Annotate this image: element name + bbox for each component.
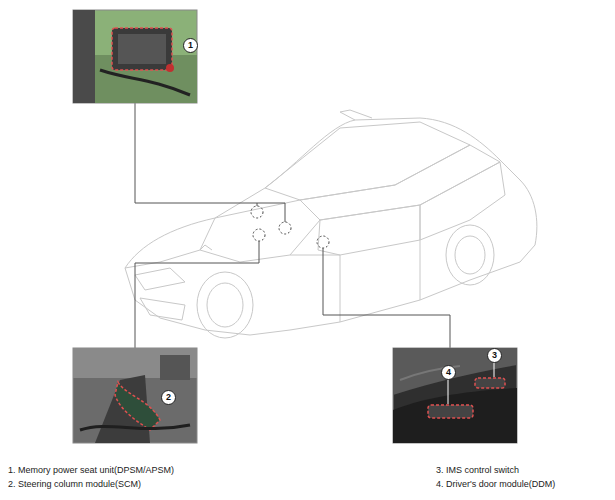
legend-text: 2. Steering column module(SCM) xyxy=(8,479,141,490)
legend-text: 4. Driver's door module(DDM) xyxy=(436,479,555,490)
photo-steering-column xyxy=(73,348,197,443)
photo-door-panel xyxy=(393,348,517,443)
leader-line xyxy=(135,103,450,348)
callout-number: 2 xyxy=(161,390,176,405)
callout-number: 1 xyxy=(183,38,198,53)
car-outline xyxy=(125,110,537,338)
legend-text: 3. IMS control switch xyxy=(436,465,519,476)
legend-text: 1. Memory power seat unit(DPSM/APSM) xyxy=(8,465,174,476)
callout-number: 4 xyxy=(441,365,456,380)
photo-seat-unit xyxy=(73,10,197,103)
callout-number: 3 xyxy=(487,348,502,363)
location-marker xyxy=(251,206,329,248)
